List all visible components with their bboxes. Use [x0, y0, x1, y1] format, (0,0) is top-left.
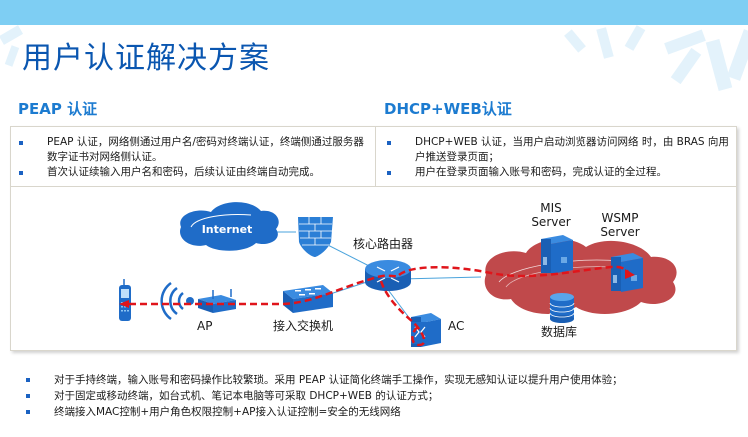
ac-label: AC — [448, 319, 465, 333]
summary-bullet-list: 对于手持终端，输入账号和密码操作比较繁琐。采用 PEAP 认证简化终端手工操作，… — [0, 372, 748, 420]
auth-description-row: PEAP 认证，网络侧通过用户名/密码对终端认证，终端侧通过服务器数字证书对网络… — [11, 127, 736, 187]
mis-server-label: MIS Server — [526, 201, 576, 229]
ap-label: AP — [197, 319, 213, 333]
bullet-text: PEAP 认证，网络侧通过用户名/密码对终端认证，终端侧通过服务器数字证书对网络… — [47, 136, 364, 163]
page-title: 用户认证解决方案 — [22, 41, 270, 76]
bullet-icon — [19, 171, 23, 175]
core-router-label: 核心路由器 — [353, 237, 414, 251]
access-point-icon — [186, 289, 236, 313]
server-icon — [541, 235, 573, 274]
bullet-text: 用户在登录页面输入账号和密码，完成认证的全过程。 — [415, 166, 667, 178]
list-item: DHCP+WEB 认证，当用户启动浏览器访问网络 时，由 BRAS 向用户推送登… — [379, 135, 734, 165]
firewall-icon — [298, 217, 333, 257]
dhcp-web-heading: DHCP+WEB认证 — [384, 100, 512, 118]
bullet-text: 对于固定或移动终端，如台式机、笔记本电脑等可采取 DHCP+WEB 的认证方式； — [54, 390, 439, 402]
database-icon — [549, 293, 575, 323]
router-icon — [365, 260, 411, 291]
bullet-icon — [19, 141, 23, 145]
auth-panel: PEAP 认证，网络侧通过用户名/密码对终端认证，终端侧通过服务器数字证书对网络… — [10, 126, 737, 351]
wsmp-server-label-line2: Server — [600, 225, 640, 239]
mobile-phone-icon — [119, 279, 131, 321]
wsmp-server-label: WSMP Server — [592, 211, 648, 239]
bullet-text: 对于手持终端，输入账号和密码操作比较繁琐。采用 PEAP 认证简化终端手工操作，… — [54, 374, 623, 386]
bullet-icon — [387, 141, 391, 145]
switch-icon — [283, 285, 333, 313]
internet-label: Internet — [202, 223, 253, 236]
arrow-head-icon — [119, 300, 129, 308]
list-item: 对于手持终端，输入账号和密码操作比较繁琐。采用 PEAP 认证简化终端手工操作，… — [0, 372, 748, 388]
bullet-text: 终端接入MAC控制+用户角色权限控制+AP接入认证控制=安全的无线网络 — [54, 406, 401, 418]
column-divider — [375, 127, 376, 187]
database-label: 数据库 — [541, 325, 578, 339]
auth-data-path — [129, 265, 630, 347]
top-banner — [0, 0, 748, 25]
bullet-icon — [26, 410, 30, 414]
list-item: 对于固定或移动终端，如台式机、笔记本电脑等可采取 DHCP+WEB 的认证方式； — [0, 388, 748, 404]
list-item: 终端接入MAC控制+用户角色权限控制+AP接入认证控制=安全的无线网络 — [0, 404, 748, 420]
bullet-icon — [387, 171, 391, 175]
bullet-icon — [26, 378, 30, 382]
bullet-text: 首次认证续输入用户名和密码，后续认证由终端自动完成。 — [47, 166, 320, 178]
access-switch-label: 接入交换机 — [273, 319, 334, 333]
list-item: PEAP 认证，网络侧通过用户名/密码对终端认证，终端侧通过服务器数字证书对网络… — [11, 135, 371, 165]
bullet-text: DHCP+WEB 认证，当用户启动浏览器访问网络 时，由 BRAS 向用户推送登… — [415, 136, 729, 163]
cloud-icon — [180, 202, 279, 251]
mis-server-label-line2: Server — [531, 215, 571, 229]
mis-server-label-line1: MIS — [540, 201, 562, 215]
wsmp-server-label-line1: WSMP — [601, 211, 639, 225]
bullet-icon — [26, 394, 30, 398]
arrow-head-icon — [625, 269, 635, 279]
list-item: 首次认证续输入用户名和密码，后续认证由终端自动完成。 — [11, 165, 371, 180]
dhcp-web-bullet-list: DHCP+WEB 认证，当用户启动浏览器访问网络 时，由 BRAS 向用户推送登… — [379, 135, 734, 180]
list-item: 用户在登录页面输入账号和密码，完成认证的全过程。 — [379, 165, 734, 180]
wifi-signal-icon — [160, 281, 184, 321]
peap-heading: PEAP 认证 — [18, 100, 98, 118]
network-diagram: Internet 核心路由器 AP 接入交换机 AC 数据库 MIS Serve… — [11, 187, 736, 351]
peap-bullet-list: PEAP 认证，网络侧通过用户名/密码对终端认证，终端侧通过服务器数字证书对网络… — [11, 135, 371, 180]
